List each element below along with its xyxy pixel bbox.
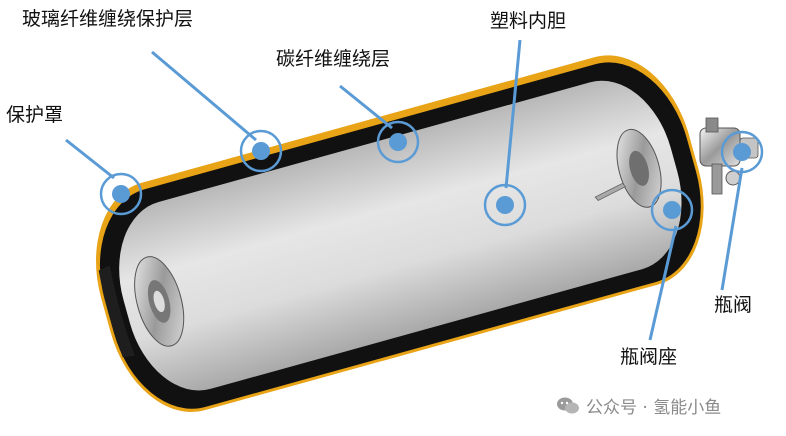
label-valve: 瓶阀 xyxy=(714,294,753,316)
marker-plastic-liner xyxy=(483,183,527,227)
callout-markers xyxy=(99,120,764,232)
leader-protective-cover xyxy=(65,138,115,180)
marker-protective-cover xyxy=(99,172,143,216)
marker-glass-fiber xyxy=(239,129,283,173)
leader-valve xyxy=(720,167,744,291)
leader-valve-seat xyxy=(648,225,678,341)
label-carbon-fiber-layer: 碳纤维缠绕层 xyxy=(276,48,391,70)
protective-cover-shape xyxy=(98,265,135,358)
leader-glass-fiber xyxy=(151,50,257,142)
label-plastic-liner: 塑料内胆 xyxy=(490,10,567,32)
label-protective-cover: 保护罩 xyxy=(6,104,64,126)
label-valve-seat: 瓶阀座 xyxy=(620,346,678,368)
marker-valve-seat xyxy=(650,188,694,232)
label-glass-fiber-layer: 玻璃纤维缠绕保护层 xyxy=(22,8,194,30)
plastic-liner-shape xyxy=(119,80,682,391)
callout-lines xyxy=(65,39,744,341)
left-boss xyxy=(134,256,185,347)
marker-valve xyxy=(720,130,764,174)
leader-carbon-fiber xyxy=(339,84,393,130)
watermark-text: 公众号 · 氢能小鱼 xyxy=(586,398,722,418)
wechat-icon xyxy=(557,397,579,413)
hydrogen-tank xyxy=(95,55,704,412)
watermark: 公众号 · 氢能小鱼 xyxy=(556,393,721,418)
marker-carbon-fiber xyxy=(376,120,420,164)
valve-seat-shape xyxy=(616,128,662,208)
leader-plastic-liner xyxy=(504,39,522,189)
